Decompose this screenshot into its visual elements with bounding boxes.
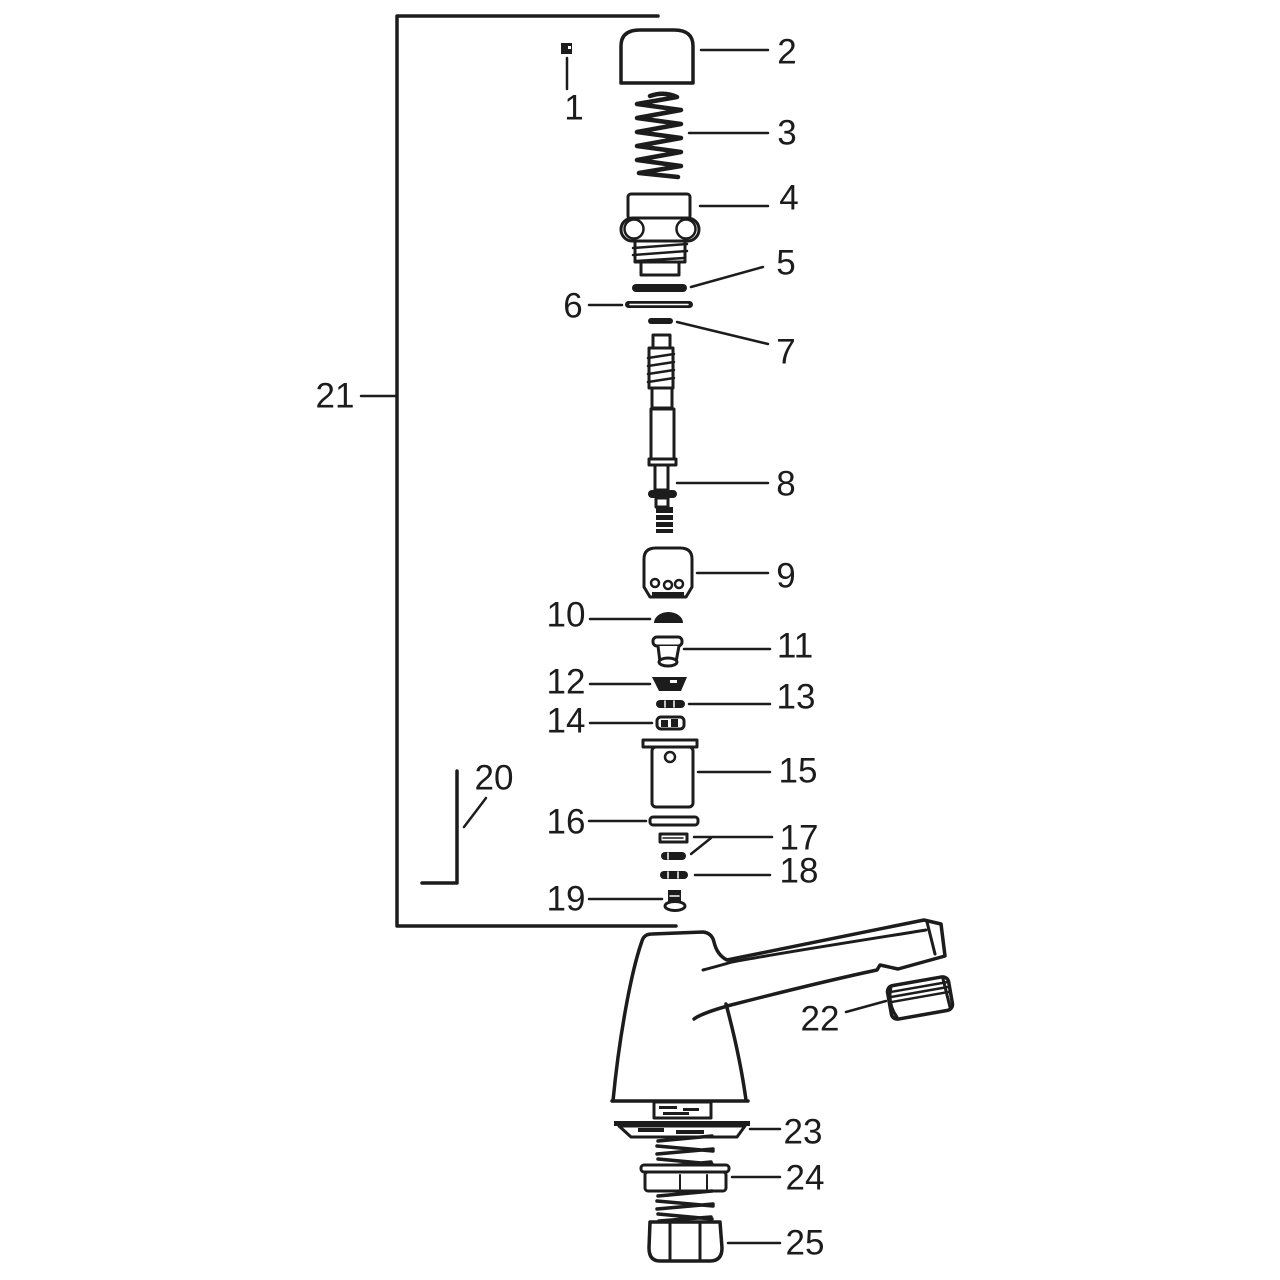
- part-drawing-14-sleeve: [588, 715, 686, 731]
- leader-line-7: [675, 320, 770, 346]
- callout-23: 23: [783, 1112, 823, 1152]
- body-right-edge: [724, 1002, 748, 1102]
- part-drawing-12-seal: [588, 677, 687, 691]
- callout-4: 4: [779, 178, 799, 218]
- body-shank-top: [652, 1100, 713, 1120]
- leader-line-17b: [689, 836, 713, 856]
- part-drawing-5-washer: [632, 265, 765, 292]
- part-drawing-19-screw: [587, 890, 687, 912]
- part-drawing-3-spring: [634, 91, 770, 180]
- callout-12: 12: [546, 662, 586, 702]
- leader-line-20: [462, 796, 488, 829]
- part-drawing-6-washer: [587, 301, 693, 308]
- callout-5: 5: [776, 243, 796, 283]
- callout-17: 17: [779, 818, 819, 858]
- callout-18: 18: [779, 851, 819, 891]
- callout-25: 25: [785, 1223, 825, 1263]
- callout-21: 21: [315, 376, 355, 416]
- leader-line-5: [689, 265, 765, 289]
- callout-20: 20: [474, 758, 514, 798]
- part-drawing-22-aerator: [885, 975, 955, 1021]
- part-drawing-2-handle-cap: [619, 28, 770, 85]
- spout-tip-edge: [925, 920, 937, 956]
- part-drawing-23-escutcheon: [614, 1121, 782, 1139]
- callout-14: 14: [546, 701, 586, 741]
- callout-13: 13: [776, 677, 816, 717]
- faucet-body: [610, 918, 947, 1103]
- part-drawing-10-gasket: [588, 612, 683, 623]
- part-drawing-4-bonnet-nut: [619, 192, 770, 277]
- spout-inner-line: [701, 928, 928, 972]
- part-drawing-17-washers: [658, 832, 774, 860]
- callout-10: 10: [546, 595, 586, 635]
- group-bracket-21: [359, 14, 678, 928]
- part-drawing-7-o-ring: [648, 318, 770, 346]
- callout-24: 24: [785, 1158, 825, 1198]
- callout-16: 16: [546, 802, 586, 842]
- part-drawing-9-cap: [642, 546, 770, 599]
- part-drawing-8-stem: [646, 333, 770, 533]
- part-drawing-11-seat-cup: [651, 635, 772, 668]
- callout-3: 3: [777, 113, 797, 153]
- callout-9: 9: [776, 556, 796, 596]
- callout-22: 22: [800, 999, 840, 1039]
- part-drawing-1-screw: [561, 43, 572, 91]
- part-drawing-13-washer: [656, 700, 772, 708]
- part-drawing-16-washer: [587, 815, 700, 827]
- part-drawing-18-washer: [660, 871, 772, 879]
- part-drawing-25-coupling-nut: [647, 1220, 782, 1263]
- group-bracket-20: [420, 769, 488, 885]
- part-drawing-24-locknut: [639, 1163, 782, 1193]
- part-drawing-15-retainer: [641, 738, 772, 809]
- shank-threads-lower: [655, 1189, 715, 1223]
- callout-8: 8: [776, 464, 796, 504]
- callout-6: 6: [563, 286, 583, 326]
- callout-19: 19: [546, 879, 586, 919]
- leader-line-22: [844, 999, 888, 1014]
- callout-2: 2: [777, 32, 797, 72]
- callout-15: 15: [778, 751, 818, 791]
- shank-threads-upper: [655, 1134, 715, 1169]
- callout-1: 1: [564, 88, 584, 128]
- callout-11: 11: [776, 626, 814, 666]
- callout-7: 7: [776, 332, 796, 372]
